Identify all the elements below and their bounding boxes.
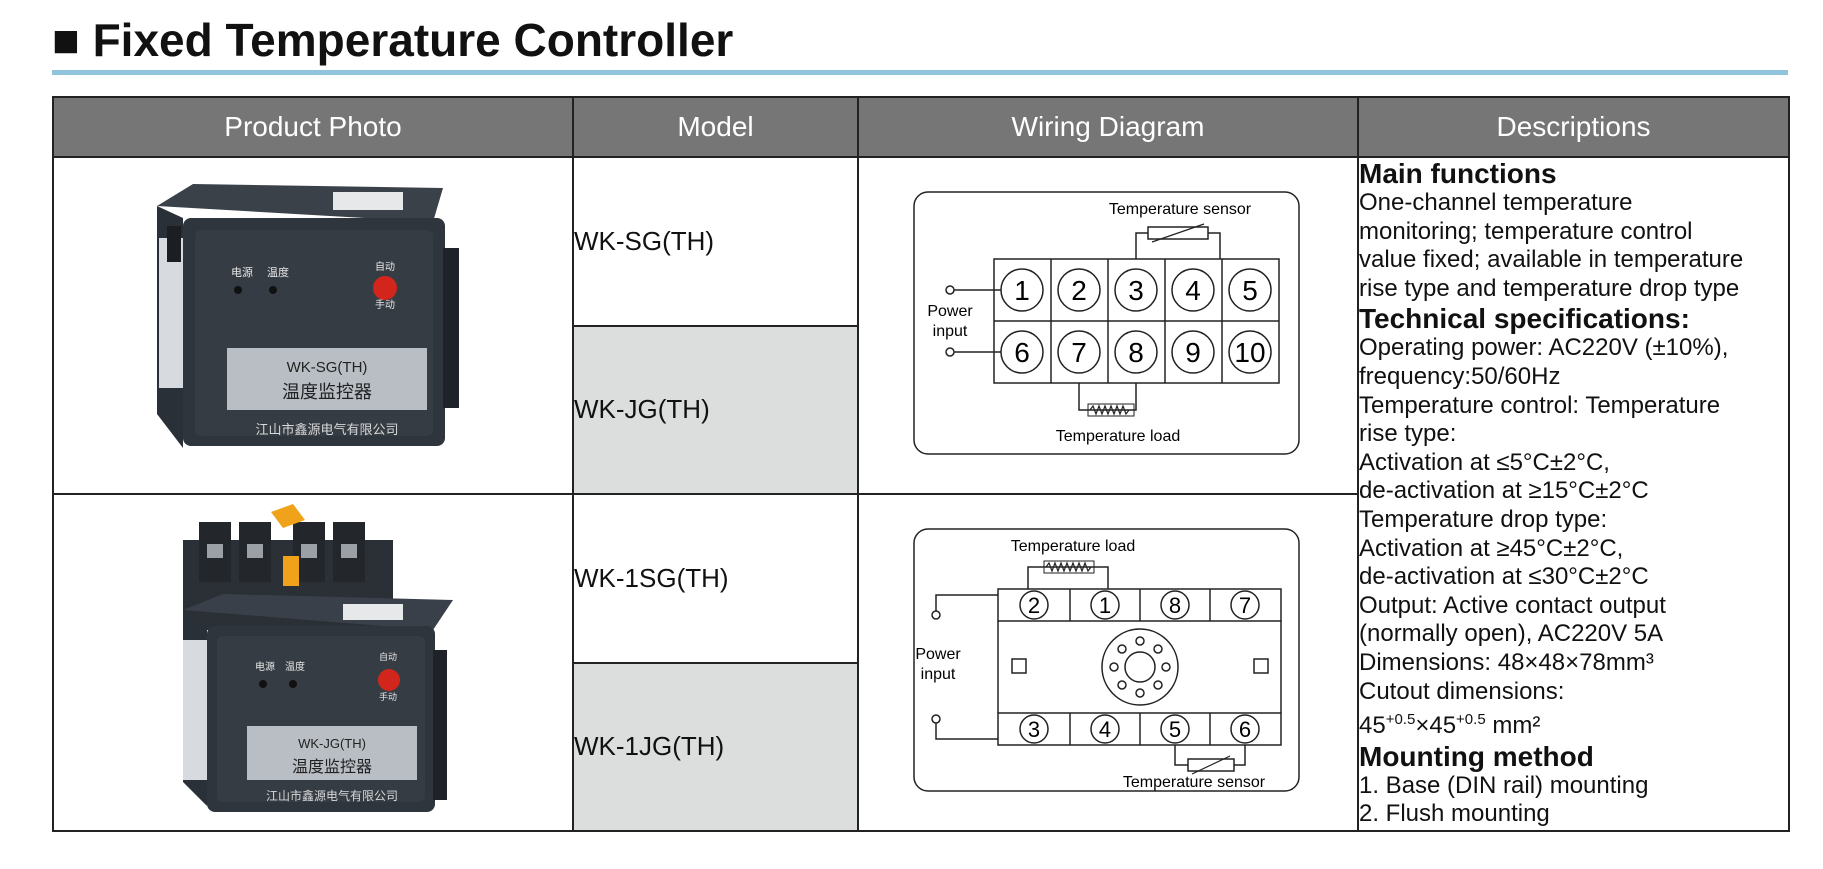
tech-spec-line: frequency:50/60Hz [1359, 362, 1561, 390]
model-wk-sg: WK-SG(TH) [572, 156, 859, 327]
wiring1-power-line1: Power [927, 303, 973, 320]
table-row: WK-JG(TH) [53, 324, 1789, 495]
cutout-tolerance-a: +0.5 [1385, 711, 1416, 729]
tech-spec-line: Cutout dimensions: [1359, 677, 1565, 705]
photo2-label-name: 温度监控器 [292, 758, 372, 776]
photo1-maker: 江山市鑫源电气有限公司 [255, 422, 398, 437]
wiring2-power-line2: input [921, 666, 956, 683]
wiring-diagram-eight-pin: Temperature load [913, 527, 1300, 792]
tech-spec-line: Operating power: AC220V (±10%), [1359, 334, 1729, 362]
controller-photo-wk-jg: 电源 温度 自动 手动 WK-JG(TH) 温度监控器 江山市鑫源电气有限公司 [183, 504, 453, 812]
cutout-b: ×45 [1415, 712, 1457, 740]
wiring-diagram-1: Temperature sensor 1 [857, 156, 1359, 495]
main-functions-heading: Main functions [1359, 158, 1557, 189]
wiring2-power-line1: Power [915, 646, 961, 663]
wiring2-terminal-2: 2 [1028, 593, 1040, 618]
title-marker: ■ [52, 14, 80, 66]
photo2-led-temp-label: 温度 [285, 660, 305, 673]
mounting-method-heading: Mounting method [1359, 740, 1594, 772]
photo2-manual-label: 手动 [379, 691, 397, 702]
wiring-diagram-2: Temperature load [857, 493, 1359, 832]
wiring1-terminal-6: 6 [1014, 337, 1030, 368]
cutout-unit: mm² [1485, 712, 1541, 740]
wiring1-terminal-5: 5 [1242, 275, 1258, 306]
table-row: 电源 温度 自动 手动 WK-JG(TH) 温度监控器 江山市鑫源电气有限公司 … [52, 493, 1789, 832]
tech-spec-line: Dimensions: 48×48×78mm³ [1359, 648, 1654, 676]
title-underline [52, 70, 1788, 75]
title-text: Fixed Temperature Controller [92, 14, 734, 66]
octal-socket-icon [1101, 627, 1179, 706]
cutout-a: 45 [1359, 712, 1386, 740]
tech-spec-line: Temperature drop type: [1359, 505, 1608, 533]
photo1-auto-label: 自动 [375, 260, 395, 273]
wiring1-terminal-8: 8 [1128, 337, 1144, 368]
wiring1-power-line2: input [933, 323, 968, 340]
wiring1-load-label: Temperature load [1056, 428, 1181, 445]
controller-photo-wk-sg: 电源 温度 自动 手动 WK-SG(TH) 温度监控器 江山市鑫源电气有限公司 [157, 184, 459, 448]
table-row: 电源 温度 自动 手动 WK-SG(TH) 温度监控器 江山市鑫源电气有限公司 … [52, 156, 1790, 832]
wiring1-terminal-1: 1 [1014, 275, 1030, 306]
header-wiring-diagram: Wiring Diagram [857, 96, 1359, 158]
tech-spec-line: (normally open), AC220V 5A [1359, 620, 1664, 648]
cutout-dimensions-value: 45+0.5×45+0.5 mm² [1359, 706, 1788, 741]
wiring2-terminal-7: 7 [1239, 593, 1251, 618]
tech-spec-line: Activation at ≤5°C±2°C, [1359, 448, 1610, 476]
tech-spec-line: de-activation at ≤30°C±2°C [1359, 563, 1649, 591]
wiring1-terminal-9: 9 [1185, 337, 1201, 368]
product-photo-2: 电源 温度 自动 手动 WK-JG(TH) 温度监控器 江山市鑫源电气有限公司 [52, 493, 574, 832]
product-table: Product Photo Model Wiring Diagram Descr… [52, 96, 1790, 832]
model-wk-1sg: WK-1SG(TH) [572, 493, 859, 664]
mounting-line: 1. Base (DIN rail) mounting [1359, 771, 1649, 799]
wiring1-terminal-4: 4 [1185, 275, 1201, 306]
main-functions-line: One-channel temperature [1359, 189, 1633, 216]
tech-spec-line: Output: Active contact output [1359, 591, 1666, 619]
mounting-line: 2. Flush mounting [1359, 800, 1550, 828]
header-model: Model [572, 96, 859, 158]
wiring1-sensor-label: Temperature sensor [1109, 201, 1252, 218]
photo2-auto-label: 自动 [379, 651, 397, 662]
main-functions-line: rise type and temperature drop type [1359, 274, 1740, 302]
main-functions-line: value fixed; available in temperature [1359, 246, 1744, 274]
tech-spec-line: Temperature control: Temperature [1359, 391, 1721, 419]
photo2-maker: 江山市鑫源电气有限公司 [266, 788, 398, 803]
wiring2-sensor-label: Temperature sensor [1123, 774, 1266, 791]
wiring2-terminal-5: 5 [1169, 717, 1181, 742]
tech-spec-line: rise type: [1359, 420, 1457, 448]
page-title: ■ Fixed Temperature Controller [52, 14, 733, 66]
photo2-label-model: WK-JG(TH) [298, 736, 366, 751]
cutout-tolerance-b: +0.5 [1456, 711, 1486, 729]
photo1-label-name: 温度监控器 [282, 382, 372, 402]
main-functions-line: monitoring; temperature control [1359, 217, 1693, 245]
tech-spec-line: Activation at ≥45°C±2°C, [1359, 534, 1624, 562]
model-wk-jg: WK-JG(TH) [572, 324, 859, 495]
model-wk-1jg: WK-1JG(TH) [572, 661, 859, 832]
wiring-diagram-five-pair: Temperature sensor 1 [913, 190, 1300, 455]
photo1-led-temp-label: 温度 [267, 265, 289, 279]
wiring1-terminal-10: 10 [1234, 337, 1265, 368]
wiring1-terminal-3: 3 [1128, 275, 1144, 306]
wiring1-terminal-2: 2 [1071, 275, 1087, 306]
wiring2-load-label: Temperature load [1011, 538, 1136, 555]
wiring2-terminal-4: 4 [1099, 717, 1111, 742]
tech-spec-line: de-activation at ≥15°C±2°C [1359, 477, 1649, 505]
wiring2-terminal-6: 6 [1239, 717, 1251, 742]
table-row: WK-1JG(TH) [53, 661, 1789, 832]
wiring2-terminal-3: 3 [1028, 717, 1040, 742]
photo1-manual-label: 手动 [375, 298, 395, 311]
red-reset-button-icon [373, 276, 397, 300]
red-reset-button-icon [378, 669, 400, 691]
photo2-led-power-label: 电源 [255, 660, 275, 673]
photo1-led-power-label: 电源 [231, 265, 253, 279]
descriptions-cell: Main functions One-channel temperature m… [1357, 156, 1790, 832]
technical-specifications-heading: Technical specifications: [1359, 303, 1690, 335]
wiring2-terminal-8: 8 [1169, 593, 1181, 618]
header-product-photo: Product Photo [52, 96, 574, 158]
wiring2-terminal-1: 1 [1099, 593, 1111, 618]
product-photo-1: 电源 温度 自动 手动 WK-SG(TH) 温度监控器 江山市鑫源电气有限公司 [52, 156, 574, 495]
header-descriptions: Descriptions [1357, 96, 1790, 158]
table-header-row: Product Photo Model Wiring Diagram Descr… [52, 96, 1790, 158]
photo1-label-model: WK-SG(TH) [287, 359, 368, 376]
wiring1-terminal-7: 7 [1071, 337, 1087, 368]
